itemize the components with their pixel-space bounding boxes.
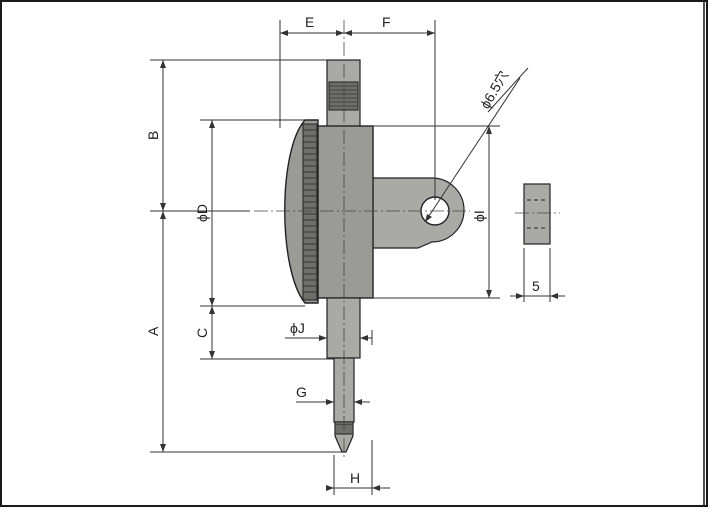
side-view — [515, 183, 560, 245]
arrowheads — [160, 30, 558, 491]
lower-stem — [326, 297, 361, 359]
mounting-lug — [369, 177, 465, 249]
indicator-body — [284, 59, 465, 453]
label-hole: ϕ6.5穴 — [477, 68, 512, 112]
label-c: C — [194, 328, 210, 338]
top-knurl — [328, 81, 359, 111]
dimension-lines — [150, 20, 565, 495]
label-j: ϕJ — [290, 320, 305, 336]
side-view-block — [523, 183, 551, 245]
label-d: ϕD — [194, 204, 210, 222]
label-f: F — [382, 14, 391, 30]
label-g: G — [296, 384, 307, 400]
label-a: A — [145, 326, 161, 336]
label-i: ϕI — [471, 210, 487, 222]
label-b: B — [145, 131, 161, 140]
label-width: 5 — [532, 278, 540, 294]
label-e: E — [305, 14, 314, 30]
label-h: H — [350, 470, 360, 486]
